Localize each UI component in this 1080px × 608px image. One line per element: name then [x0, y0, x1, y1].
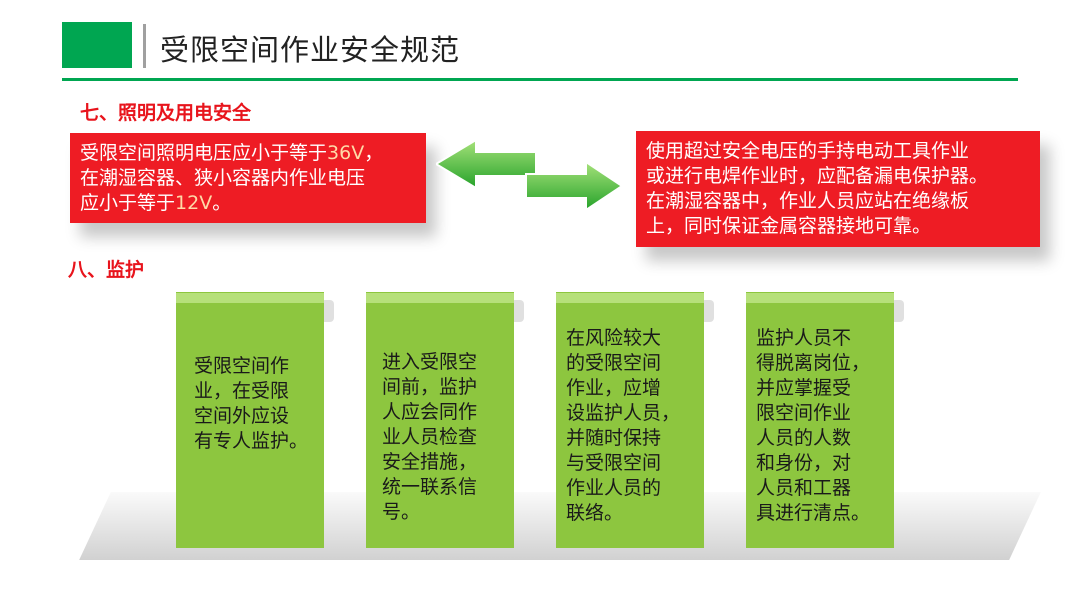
section-heading-lighting: 七、照明及用电安全 [80, 102, 252, 124]
lighting-voltage-box: 受限空间照明电压应小于等于36V， 在潮湿容器、狭小容器内作业电压 应小于等于1… [70, 133, 426, 223]
power-line-2: 或进行电焊作业时，应配备漏电保护器。 [646, 165, 989, 187]
lighting-line-1: 受限空间照明电压应小于等于36V， [80, 142, 384, 164]
power-line-3: 在潮湿容器中，作业人员应站在绝缘板 [646, 190, 970, 212]
card-4-text: 监护人员不得脱离岗位，并应掌握受限空间作业人员的人数和身份，对人员和工器具进行清… [756, 327, 871, 524]
lighting-line-2: 在潮湿容器、狭小容器内作业电压 [80, 167, 366, 189]
power-line-1: 使用超过安全电压的手持电动工具作业 [646, 140, 970, 162]
power-line-4: 上，同时保证金属容器接地可靠。 [646, 215, 932, 237]
monitor-card-4: 监护人员不得脱离岗位，并应掌握受限空间作业人员的人数和身份，对人员和工器具进行清… [746, 292, 894, 548]
card-3-cap [556, 293, 704, 303]
monitor-card-3: 在风险较大的受限空间作业，应增设监护人员，并随时保持与受限空间作业人员的联络。 [556, 292, 704, 548]
card-1-cap [176, 293, 324, 303]
monitor-card-1: 受限空间作业，在受限空间外应设有专人监护。 [176, 292, 324, 548]
title-underline [62, 78, 1018, 81]
card-2-text: 进入受限空间前，监护人应会同作业人员检查安全措施，统一联系信号。 [382, 351, 478, 523]
page-title: 受限空间作业安全规范 [160, 33, 461, 67]
lighting-line-3: 应小于等于12V。 [80, 192, 232, 214]
power-tool-safety-box: 使用超过安全电压的手持电动工具作业 或进行电焊作业时，应配备漏电保护器。 在潮湿… [636, 131, 1040, 247]
bidirectional-arrow-icon [436, 140, 624, 212]
section-heading-monitoring: 八、监护 [68, 259, 145, 281]
card-1-text: 受限空间作业，在受限空间外应设有专人监护。 [194, 355, 309, 452]
title-divider [143, 24, 146, 68]
card-4-cap [746, 293, 894, 303]
card-2-cap [366, 293, 514, 303]
monitor-card-2: 进入受限空间前，监护人应会同作业人员检查安全措施，统一联系信号。 [366, 292, 514, 548]
title-accent-block [62, 22, 132, 68]
card-3-text: 在风险较大的受限空间作业，应增设监护人员，并随时保持与受限空间作业人员的联络。 [566, 327, 681, 524]
